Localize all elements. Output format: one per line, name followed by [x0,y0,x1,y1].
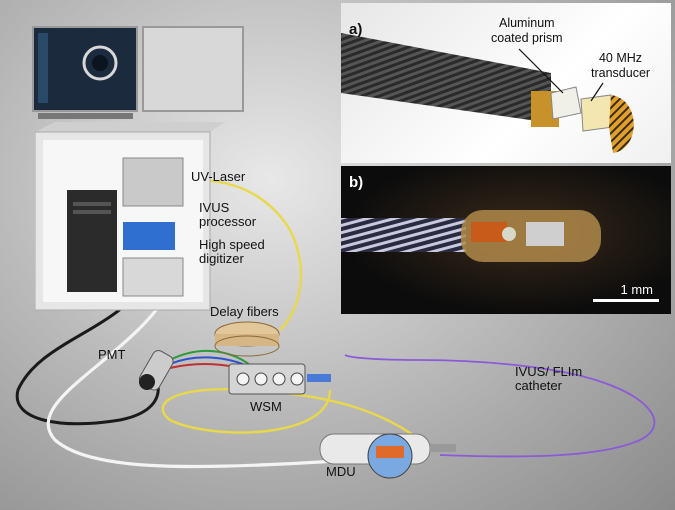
lens-photo [502,227,516,241]
mdu-display [376,446,404,458]
panel-a-rendering: a) Aluminum coated prism 40 MHz transduc… [341,3,671,163]
ivus-processor-unit [123,222,175,250]
catheter-tip-render [341,33,634,153]
drive-bay [73,210,111,214]
digitizer-unit [122,257,184,297]
panel-a-tag: a) [349,21,363,38]
pc-tower [67,190,117,292]
backing-layer [609,95,634,153]
uv-laser-unit [122,157,184,207]
delay-fiber-spool [214,321,280,357]
catheter-tip-photo [341,210,601,262]
prism-label: Aluminum coated prism [491,16,563,45]
digitizer-label: High speed digitizer [199,237,265,266]
fiber-photo [471,222,507,242]
prism-pointer [518,48,564,94]
mdu-nozzle [430,444,456,452]
ivus-processor-label: IVUS processor [199,200,257,229]
mdu-unit [319,433,456,479]
yellow-fiber-loop [161,388,421,441]
panel-b-photo: b) 1 mm [341,166,671,314]
wsm-label: WSM [250,399,282,414]
prism [550,86,582,120]
transducer-pointer [590,82,604,102]
right-monitor [142,26,244,112]
catheter-line [344,354,656,458]
panel-b-tag: b) [349,174,364,191]
wsm-connector [307,374,331,382]
uv-laser-label: UV-Laser [191,169,246,184]
drive-bay [73,202,111,206]
monitor-stand [38,113,133,119]
pmt-window [139,374,155,390]
monitor-pair [32,26,244,119]
ivus-image-icon [82,45,118,81]
transducer [580,94,614,132]
transducer-photo [526,222,564,246]
green-fiber [169,349,251,366]
catheter-label: IVUS/ FLIm catheter [515,364,583,393]
mdu-label: MDU [326,464,356,479]
coil-sheath [341,33,551,123]
delay-fibers-label: Delay fibers [210,304,279,319]
scale-bar [593,299,659,302]
ivus-lumen [92,55,108,71]
monitor-sidebar [38,33,48,103]
transducer-label: 40 MHz transducer [591,51,651,80]
cabinet-top [35,122,225,132]
cabinet [35,122,225,311]
pmt-label: PMT [98,347,126,362]
pmt-unit [138,350,174,391]
scale-bar-label: 1 mm [620,282,654,297]
coil-photo [341,218,466,252]
wsm-port [236,372,250,386]
spool-bottom [214,335,280,357]
pmt-cable [15,279,160,426]
wsm-port [290,372,304,386]
wsm-port [254,372,268,386]
wsm-port [272,372,286,386]
wsm-unit [228,363,331,395]
